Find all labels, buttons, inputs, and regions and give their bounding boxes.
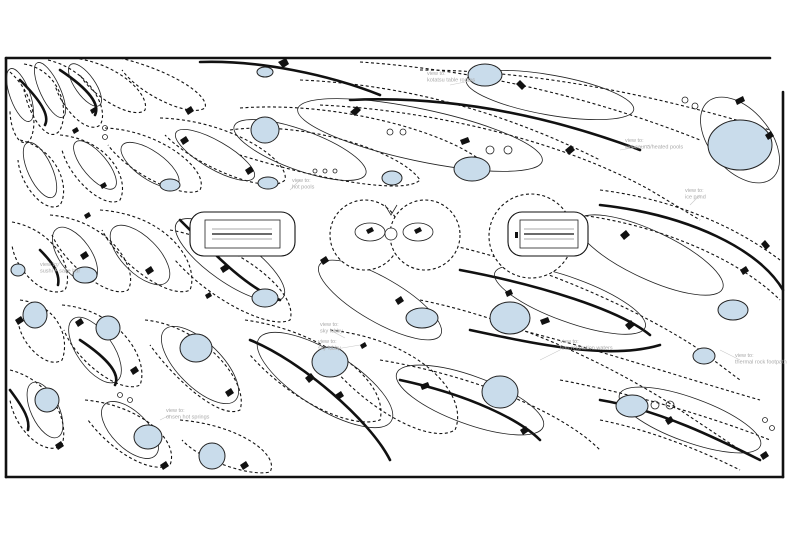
dashed-paths [9, 57, 781, 474]
pool [311, 346, 349, 378]
pool [10, 263, 26, 277]
pool [717, 299, 749, 321]
pool [381, 170, 403, 186]
bather-figures [15, 58, 774, 470]
pool [707, 119, 773, 171]
pool [72, 266, 98, 284]
pool [250, 116, 280, 144]
pool [256, 66, 274, 78]
label-kotatsu: view to: kotatsu table rooms [427, 71, 475, 84]
label-ice-pond: view to: ice pond [685, 188, 706, 201]
pool [22, 301, 48, 329]
label-furo: view to: furo relaxation waters [560, 339, 613, 352]
pool [405, 307, 439, 329]
label-sky-lobby-2: view to: sky lobby [318, 339, 341, 352]
central-lobby [189, 193, 589, 279]
label-onsen: view to: onsen hot springs [166, 408, 210, 421]
pool [489, 301, 531, 335]
pod-outlines [6, 62, 780, 459]
view-labels: view to: kotatsu table rooms view to: we… [40, 71, 787, 421]
pool [198, 442, 226, 470]
wall-lines [8, 60, 785, 462]
pool [467, 63, 503, 87]
pool [257, 176, 279, 190]
leader-lines [54, 79, 741, 421]
label-sky-lobby-1: view to: sky lobby [320, 322, 343, 335]
label-hot-pools: view to: hot pools [292, 178, 315, 191]
pool [133, 424, 163, 450]
pool [159, 178, 181, 192]
pool [179, 333, 213, 363]
pool [95, 315, 121, 341]
pool [453, 156, 491, 182]
plan-frame [4, 56, 785, 479]
pool [251, 288, 279, 308]
pool [34, 387, 60, 413]
pool [615, 394, 649, 418]
label-sushi: view to: sushi + sake bar [40, 262, 80, 275]
label-thermal: view to: thermal rock footpath [735, 353, 787, 366]
pool [481, 375, 519, 409]
label-heated-pools: view to: wet sauna/heated pools [624, 138, 683, 151]
pools [10, 63, 773, 470]
pool [692, 347, 716, 365]
